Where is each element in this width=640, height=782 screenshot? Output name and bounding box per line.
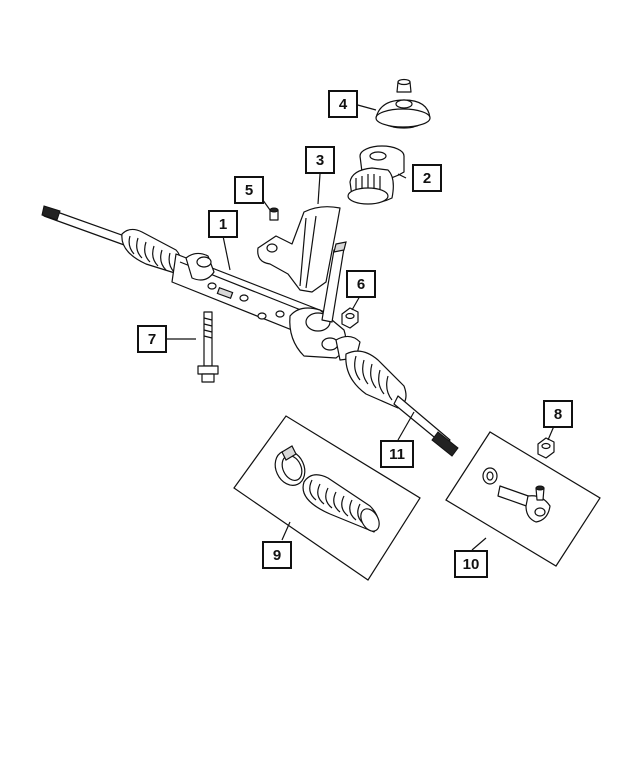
right-boot (345, 350, 407, 409)
callout-9: 9 (262, 541, 292, 569)
callout-3: 3 (305, 146, 335, 174)
mounting-bolt (197, 311, 219, 383)
callout-7: 7 (137, 325, 167, 353)
dust-cover (375, 78, 431, 129)
callout-8: 8 (543, 400, 573, 428)
boot-kit (233, 415, 421, 581)
callout-10: 10 (454, 550, 488, 578)
callout-1: 1 (208, 210, 238, 238)
tie-rod-nut (537, 437, 555, 459)
callout-4: 4 (328, 90, 358, 118)
steering-rack (41, 205, 459, 457)
mount-nut (341, 307, 359, 329)
callout-11: 11 (380, 440, 414, 468)
small-bolt (269, 207, 279, 221)
callout-2: 2 (412, 164, 442, 192)
callout-5: 5 (234, 176, 264, 204)
tie-rod-end-kit (445, 431, 601, 567)
callout-6: 6 (346, 270, 376, 298)
left-boot (121, 228, 182, 275)
leader-lines (166, 103, 555, 551)
heat-shield (257, 206, 341, 293)
pinion-bearing (347, 145, 405, 205)
